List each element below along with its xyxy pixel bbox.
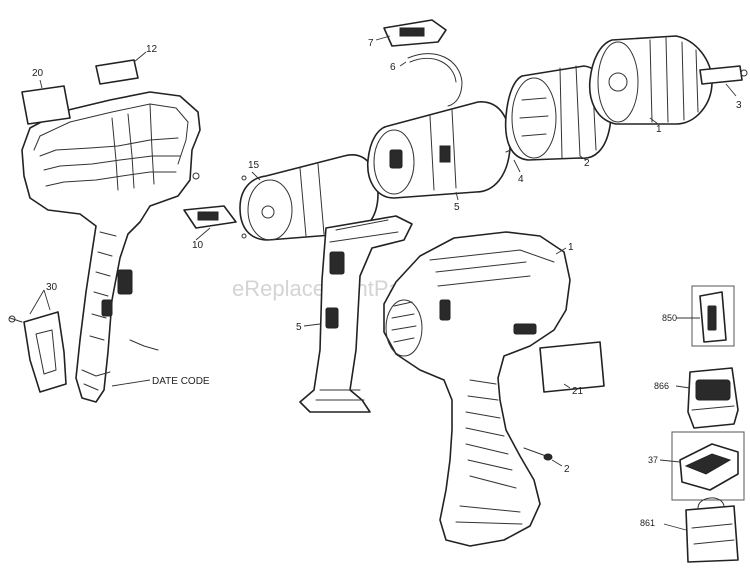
accessory-866: 866: [654, 367, 739, 429]
callout-5-gearbox: 5: [454, 202, 460, 213]
callout-12-top: 12: [146, 44, 158, 55]
callout-850: 850: [662, 313, 677, 323]
callout-37: 37: [648, 455, 658, 465]
callout-15: 15: [248, 160, 260, 171]
callout-6: 6: [390, 62, 396, 73]
clip-part-30: 30: [8, 282, 67, 393]
callout-30: 30: [46, 282, 58, 293]
callout-1-housing: 1: [568, 242, 574, 253]
callout-21: 21: [572, 386, 584, 397]
callout-866: 866: [654, 381, 669, 391]
right-housing-part-1: 1: [383, 231, 574, 547]
accessory-850: 850: [662, 285, 735, 347]
chuck-part-1: 1: [588, 35, 713, 135]
chuck-screw-part-3: 3: [699, 65, 748, 111]
callout-861: 861: [640, 518, 655, 528]
clip-part-6: 6: [390, 53, 463, 107]
callout-7: 7: [368, 38, 374, 49]
label-part-21: 21: [539, 341, 605, 397]
callout-2-screw: 2: [564, 464, 570, 475]
gearbox-part-5: 5: [367, 101, 511, 213]
screw-part-2: 2: [523, 447, 570, 475]
collar-part-7: 7: [368, 19, 447, 49]
callout-5-switch: 5: [296, 322, 302, 333]
switch-part-5: 5: [296, 215, 413, 413]
switch-clip-part-10: 10: [183, 205, 237, 251]
callout-2-gear: 2: [584, 158, 590, 169]
label-part-12: 12: [95, 44, 158, 85]
nameplate-part-20: 20: [21, 68, 71, 125]
left-housing-half: [21, 91, 201, 403]
callout-1-chuck: 1: [656, 124, 662, 135]
date-code-label: DATE CODE: [152, 376, 210, 387]
accessory-37: 37: [648, 431, 745, 501]
callout-20: 20: [32, 68, 44, 79]
accessory-861: 861: [640, 497, 739, 563]
callout-3: 3: [736, 100, 742, 111]
callout-10: 10: [192, 240, 204, 251]
callout-4: 4: [518, 174, 524, 185]
